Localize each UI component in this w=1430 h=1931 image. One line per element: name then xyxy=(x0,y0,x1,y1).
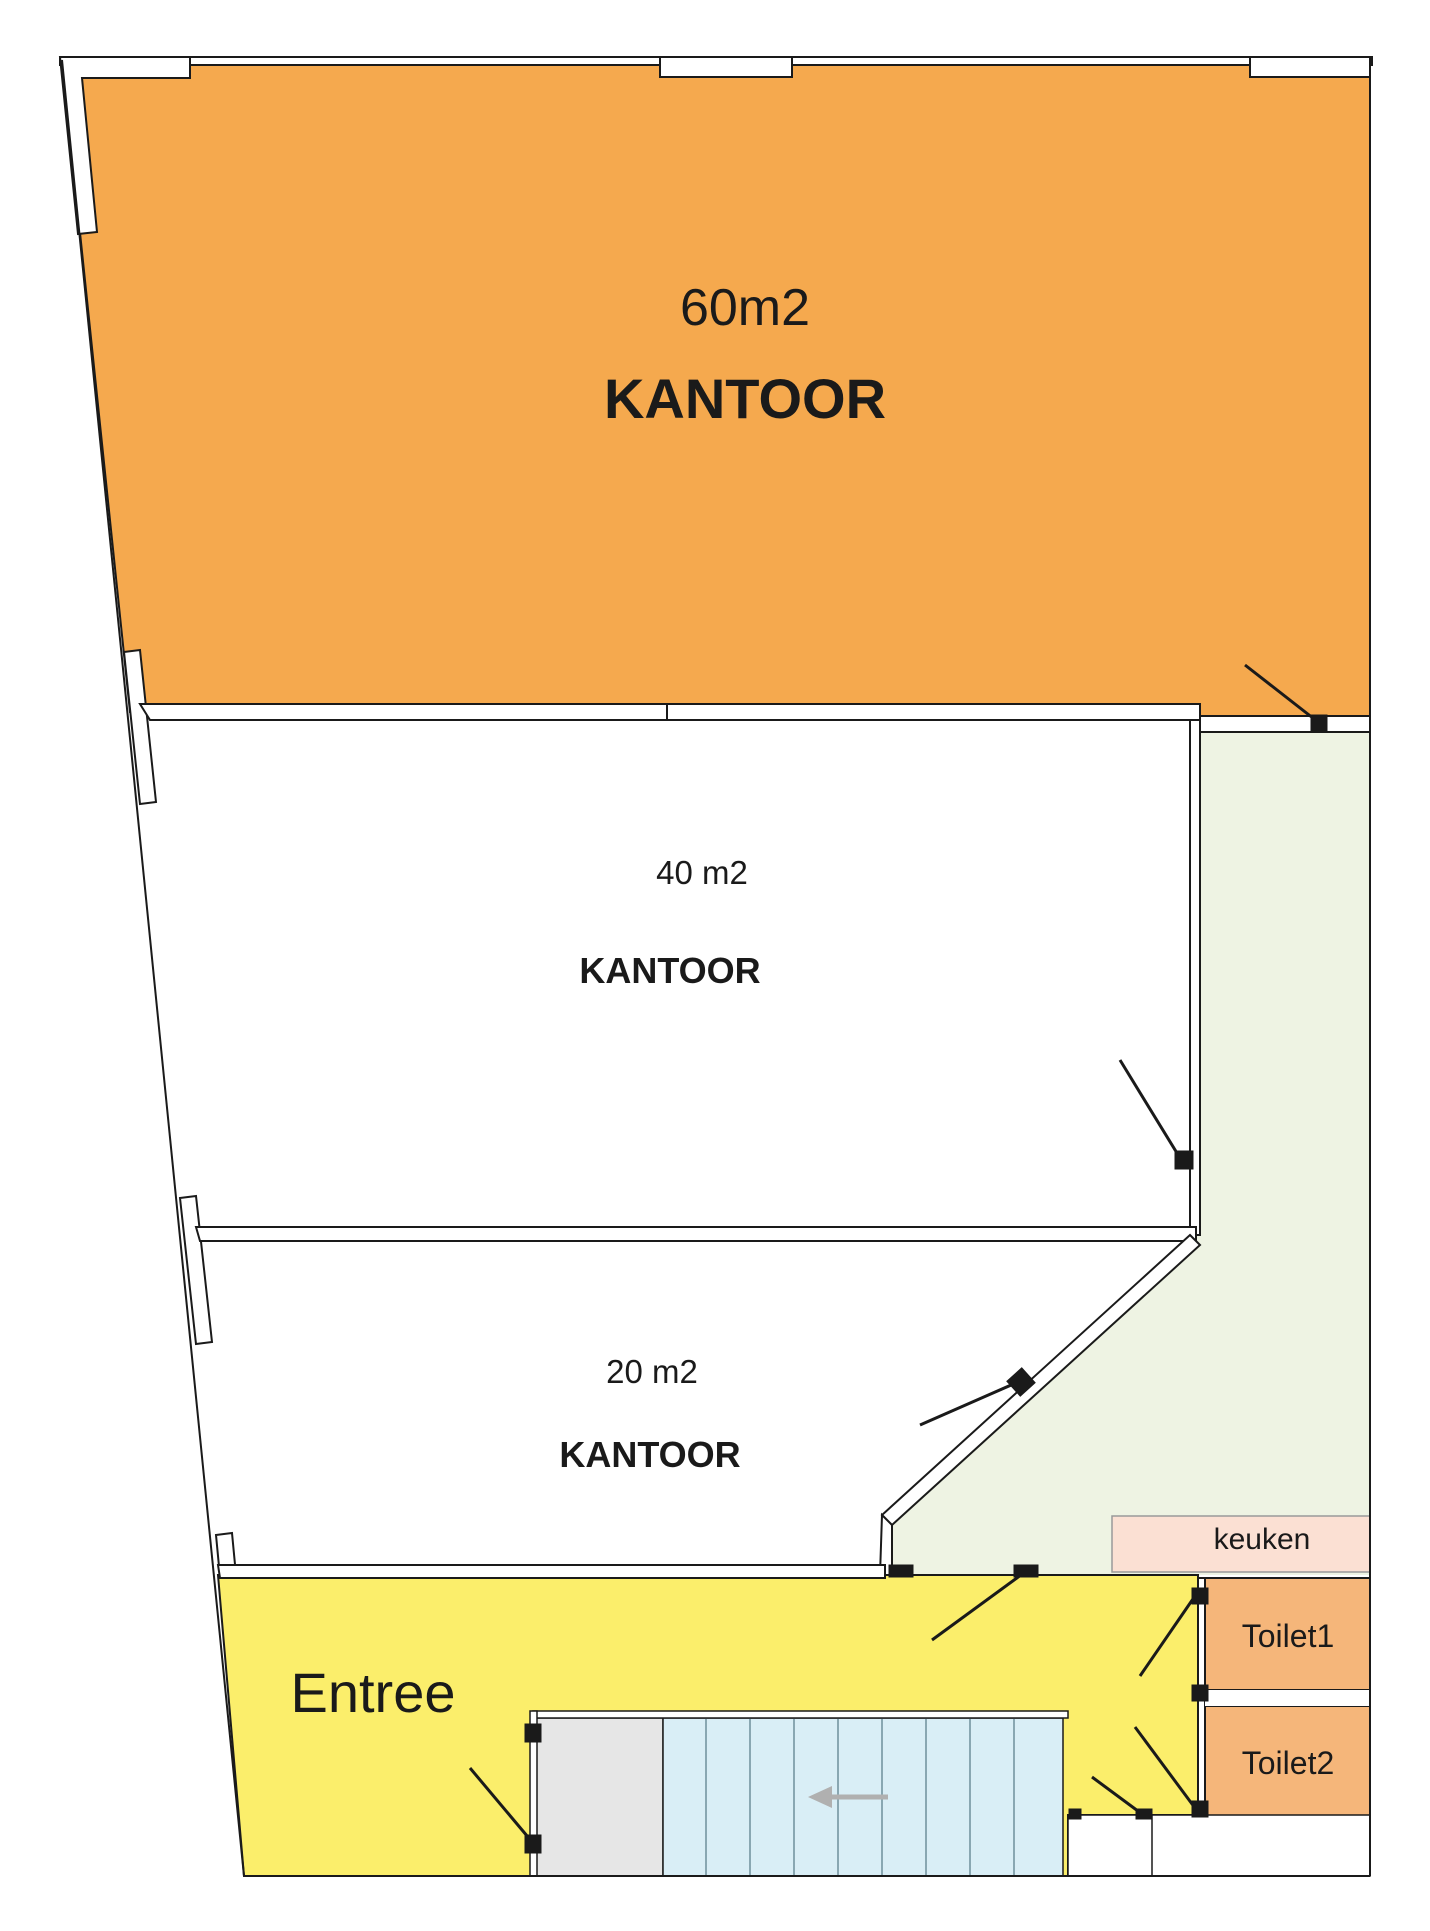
door-swing-icon[interactable] xyxy=(888,1564,1039,1642)
toilet-gap xyxy=(1205,1690,1370,1706)
door-swing-icon[interactable] xyxy=(1118,1059,1194,1170)
office-small-name: KANTOOR xyxy=(559,1434,740,1475)
outer-walls xyxy=(61,59,1371,1877)
door-swing-icon[interactable] xyxy=(919,1367,1036,1427)
office-large-name: KANTOOR xyxy=(604,367,886,430)
office-medium-area: 40 m2 xyxy=(656,854,748,891)
corridor-area xyxy=(890,730,1370,1575)
door-swing-icon[interactable] xyxy=(1244,663,1328,732)
stair-landing xyxy=(532,1717,664,1877)
office-medium-room[interactable] xyxy=(140,712,1195,1235)
window-icon xyxy=(122,648,158,806)
office-medium-name: KANTOOR xyxy=(579,950,760,991)
walls xyxy=(58,56,1373,1579)
kitchen-label: keuken xyxy=(1214,1523,1311,1556)
office-small-area: 20 m2 xyxy=(606,1353,698,1390)
door-swing-icon[interactable] xyxy=(1138,1587,1209,1677)
door-swing-icon[interactable] xyxy=(1068,1775,1153,1820)
window-icon xyxy=(659,56,793,78)
stair-rail xyxy=(532,1710,1069,1719)
toilet1-label: Toilet1 xyxy=(1242,1618,1335,1654)
door-swing-icon[interactable] xyxy=(468,1723,542,1854)
office-large-area: 60m2 xyxy=(680,279,810,337)
door-swing-icon[interactable] xyxy=(1133,1684,1209,1818)
outside-step xyxy=(1067,1814,1371,1877)
toilet2-label: Toilet2 xyxy=(1242,1745,1335,1781)
office-small-room[interactable] xyxy=(200,1235,1192,1573)
arrow-left-icon xyxy=(808,1786,888,1808)
window-icon xyxy=(178,1194,214,1346)
entrance-label: Entree xyxy=(291,1661,456,1724)
window-icon xyxy=(1249,56,1371,78)
